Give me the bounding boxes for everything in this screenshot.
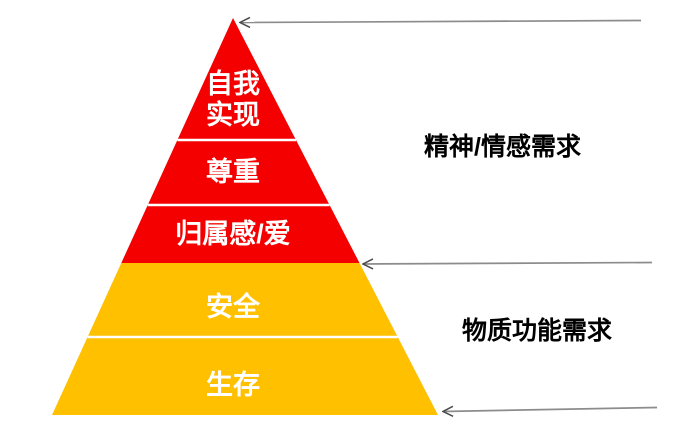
arrow-to-base-icon <box>443 408 658 412</box>
arrow-to-apex-icon <box>240 21 642 23</box>
pyramid-bands <box>52 18 438 415</box>
pyramid-level-safety <box>87 263 398 337</box>
side-label-material-functional-needs: 物质功能需求 <box>462 317 613 345</box>
pyramid-level-survival <box>52 337 438 415</box>
side-label-spiritual-emotional-needs: 精神/情感需求 <box>424 133 581 161</box>
pyramid-level-esteem <box>147 140 330 205</box>
pyramid-level-belonging-love <box>121 205 360 263</box>
pyramid-level-self-actualization <box>177 18 296 140</box>
pyramid-dividers <box>87 138 398 339</box>
leader-arrows <box>240 21 658 412</box>
arrow-to-red-gold-boundary-icon <box>363 263 653 265</box>
